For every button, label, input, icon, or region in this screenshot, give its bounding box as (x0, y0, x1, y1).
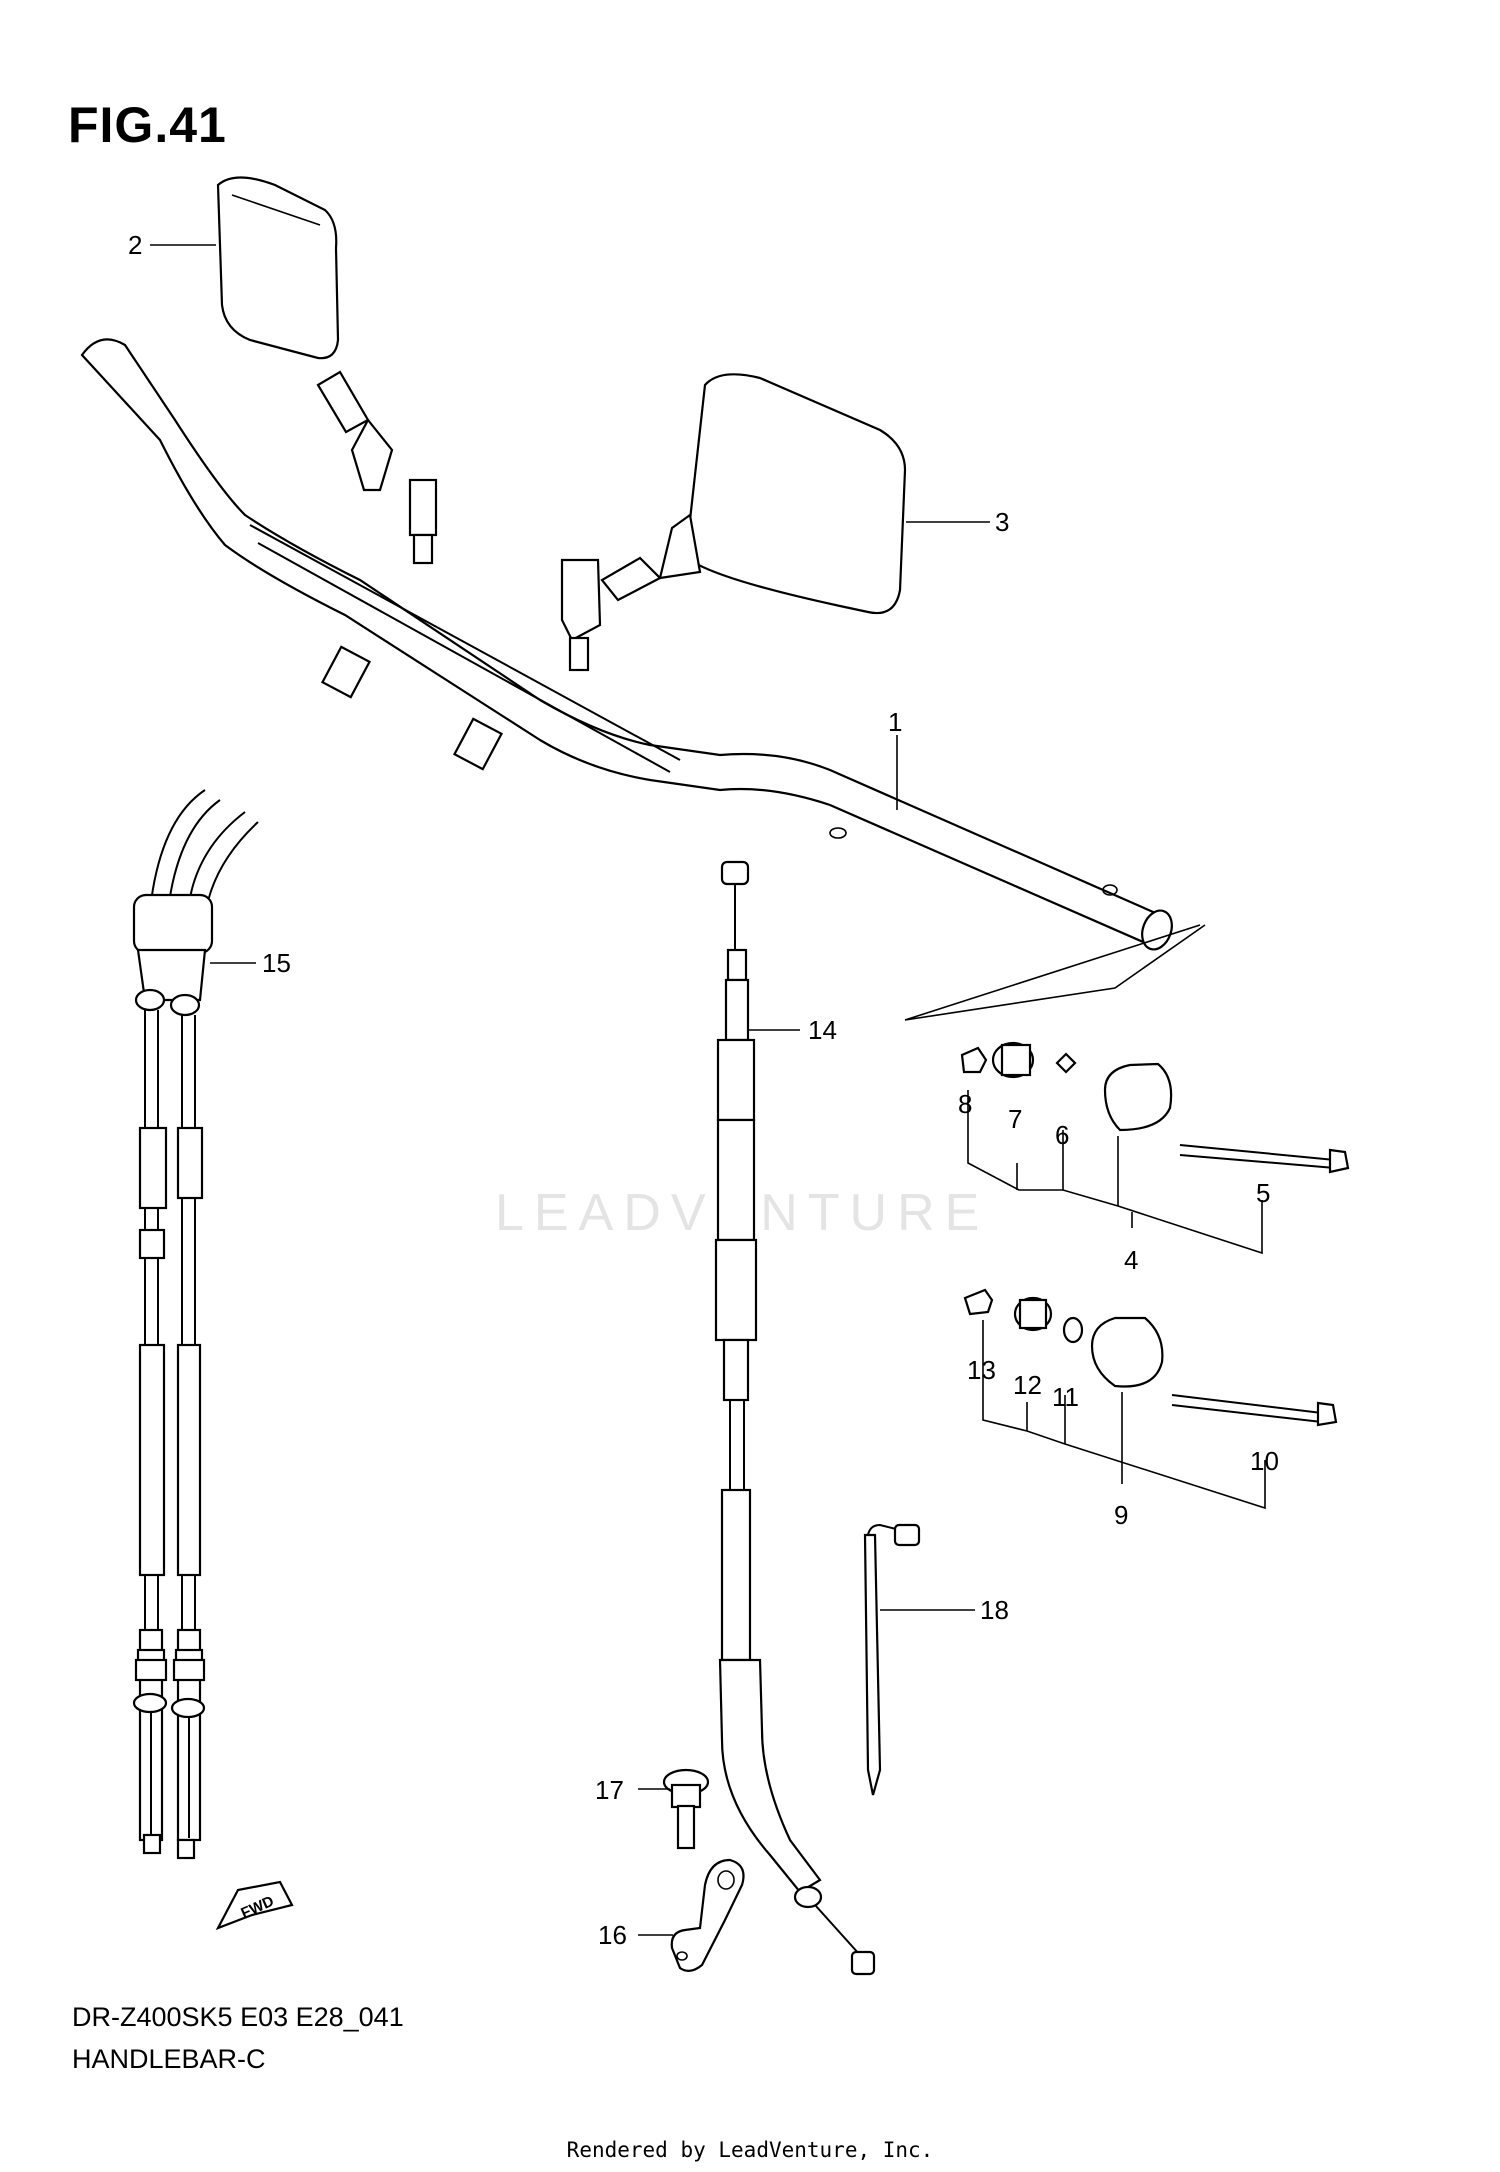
mirror-right (560, 373, 907, 672)
callout-12: 12 (1013, 1370, 1042, 1400)
throttle-cable-assembly (132, 789, 259, 1860)
rendered-by-credit: Rendered by LeadVenture, Inc. (566, 2138, 934, 2162)
clutch-cable (714, 860, 876, 1976)
callout-9: 9 (1114, 1500, 1128, 1530)
callout-7: 7 (1008, 1104, 1022, 1134)
callout-5: 5 (1256, 1178, 1270, 1208)
callout-1: 1 (888, 707, 902, 737)
handlebar (80, 338, 1173, 951)
callout-16: 16 (598, 1920, 627, 1950)
fwd-arrow: FWD (215, 1880, 294, 1931)
callout-8: 8 (958, 1089, 972, 1119)
section-name: HANDLEBAR-C (72, 2044, 266, 2074)
figure-title: FIG.41 (68, 97, 227, 153)
balancer-set-lower (963, 1288, 1338, 1427)
callout-4: 4 (1124, 1245, 1138, 1275)
leader-lines (150, 244, 1266, 1936)
cable-tie (863, 1523, 921, 1796)
bolt (662, 1768, 710, 1850)
model-code: DR-Z400SK5 E03 E28_041 (72, 2002, 404, 2032)
callout-11: 11 (1052, 1382, 1079, 1412)
callout-10: 10 (1250, 1446, 1279, 1476)
mirror-left (216, 176, 438, 565)
callout-17: 17 (595, 1775, 624, 1805)
callout-3: 3 (995, 507, 1009, 537)
callout-13: 13 (967, 1355, 996, 1385)
callout-15: 15 (262, 948, 291, 978)
callout-labels: 2 3 1 15 14 8 7 6 5 4 13 12 11 10 9 18 1… (128, 230, 1279, 1950)
callout-14: 14 (808, 1015, 837, 1045)
callout-6: 6 (1055, 1120, 1069, 1150)
callout-18: 18 (980, 1595, 1009, 1625)
balancer-set-upper (960, 1041, 1350, 1174)
cable-clamp (670, 1858, 745, 1972)
callout-2: 2 (128, 230, 142, 260)
